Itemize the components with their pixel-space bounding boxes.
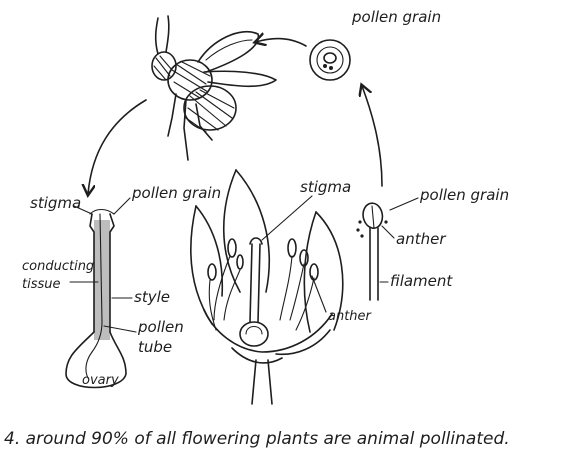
label-stigma-left: stigma xyxy=(30,194,81,212)
bee-illustration xyxy=(152,16,276,160)
label-style: style xyxy=(134,288,170,306)
label-filament: filament xyxy=(390,272,453,290)
leader-pollen-grain-right xyxy=(390,198,418,210)
arrow-pollen-to-bee xyxy=(256,39,306,46)
leader-anther-center xyxy=(312,276,326,312)
label-ovary: ovary xyxy=(82,373,119,388)
arrow-bee-to-pistil xyxy=(88,100,146,194)
flower-cross-section-drawing xyxy=(191,170,343,404)
label-stigma-center: stigma xyxy=(300,178,351,196)
caption: 4. around 90% of all flowering plants ar… xyxy=(4,429,510,449)
label-anther-right: anther xyxy=(396,230,446,248)
label-anther-center: anther xyxy=(328,309,373,324)
label-pollen-grain-left: pollen grain xyxy=(131,184,221,202)
leader-anther-right xyxy=(382,226,394,238)
pollen-grain-top-drawing xyxy=(310,40,350,80)
arrow-stamen-to-pollen xyxy=(362,86,382,186)
leader-stigma-center xyxy=(262,196,312,240)
label-pollen-grain-right: pollen grain xyxy=(419,186,509,204)
leader-pollen-grain-left xyxy=(114,198,130,214)
label-pollen-grain-top: pollen grain xyxy=(351,8,441,26)
stamen-drawing xyxy=(356,203,387,300)
